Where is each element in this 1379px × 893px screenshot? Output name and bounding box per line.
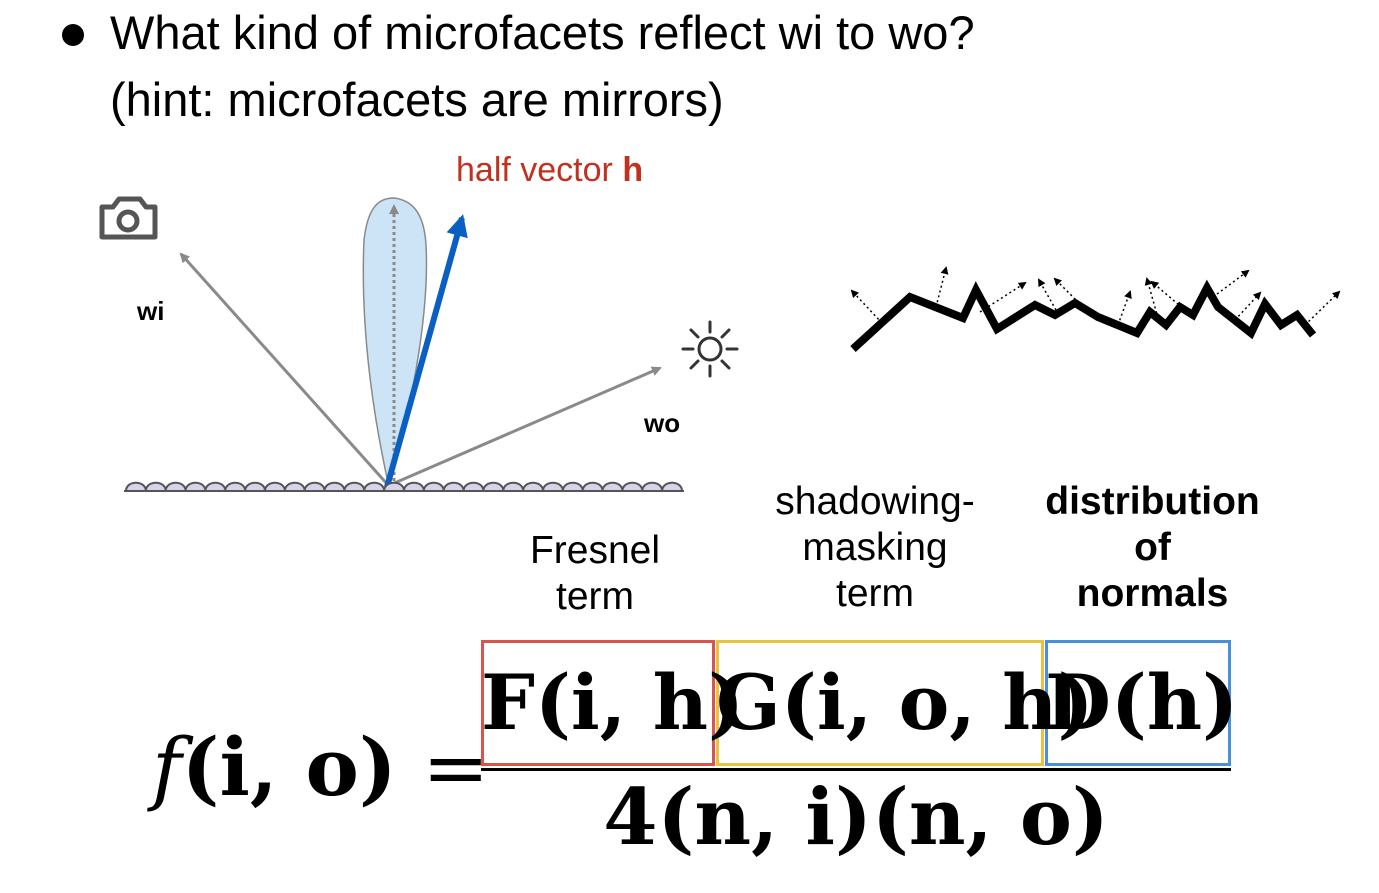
distribution-factor: D(h) <box>1045 658 1239 747</box>
half-vector-symbol: h <box>622 151 644 189</box>
bullet-dot <box>62 24 84 46</box>
geometry-factor: G(i, o, h) <box>716 658 1094 747</box>
distribution-box <box>1045 640 1231 766</box>
rough-surface-profile <box>850 266 1341 352</box>
shadowing-term-line: term <box>836 572 914 615</box>
wo-arrow <box>389 366 662 487</box>
wo-label: wo <box>644 408 681 438</box>
distribution-term-line: distribution <box>1045 480 1260 523</box>
camera-icon <box>99 196 158 240</box>
fresnel-term-line: Fresnel <box>529 529 661 572</box>
fresnel-term-label: Fresnel term <box>500 528 690 620</box>
half-vector-label: half vector h <box>456 151 644 189</box>
wi-label: wi <box>137 296 165 326</box>
shadowing-term-line: shadowing- <box>775 480 975 523</box>
bullet-question: What kind of microfacets reflect wi to w… <box>110 6 975 59</box>
bullet-hint: (hint: microfacets are mirrors) <box>110 73 724 126</box>
fresnel-factor: F(i, h) <box>481 658 744 747</box>
fresnel-box <box>481 640 715 766</box>
wi-arrow <box>179 252 390 487</box>
fraction-bar <box>481 768 1231 771</box>
half-vector-arrow <box>384 214 468 488</box>
denominator: 4(n, i)(n, o) <box>603 772 1109 863</box>
shadowing-box <box>716 640 1044 766</box>
equals-sign: = <box>396 721 490 814</box>
microfacet-surface <box>124 481 684 492</box>
sun-icon <box>681 320 739 378</box>
fresnel-term-line: term <box>556 575 634 618</box>
distribution-term-line: of <box>1134 526 1171 569</box>
shadowing-masking-term-label: shadowing- masking term <box>745 479 1005 617</box>
distribution-term-line: normals <box>1076 572 1229 615</box>
distribution-of-normals-label: distribution of normals <box>1030 479 1275 617</box>
brdf-symbol: f <box>152 721 182 814</box>
brdf-args: (i, o) <box>181 720 397 814</box>
shadowing-term-line: masking <box>802 526 948 569</box>
equation-lhs: f(i, o) = <box>152 720 489 814</box>
